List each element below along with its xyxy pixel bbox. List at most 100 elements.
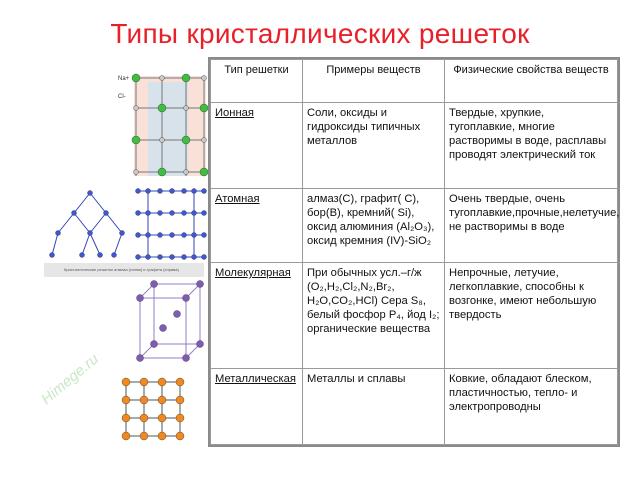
chloride-ion — [181, 73, 191, 83]
row-properties: Непрочные, летучие, легкоплавкие, способ… — [444, 262, 618, 369]
chloride-ion — [181, 135, 191, 145]
molecule — [150, 340, 158, 348]
row-type: Металлическая — [215, 373, 296, 385]
metal-ion — [121, 431, 131, 441]
slide-title: Типы кристаллических решеток — [110, 18, 530, 49]
carbon-atom — [135, 254, 141, 260]
molecule — [182, 294, 190, 302]
carbon-atom — [169, 254, 175, 260]
na-ion-label: Na+ — [118, 76, 130, 82]
chloride-ion — [157, 103, 167, 113]
metal-ion — [121, 377, 131, 387]
sodium-ion — [133, 169, 139, 175]
carbon-atom — [111, 252, 117, 258]
row-examples: Соли, оксиды и гидроксиды типичных метал… — [302, 102, 445, 189]
metal-ion — [157, 431, 167, 441]
carbon-atom — [191, 210, 197, 216]
header-type: Тип решетки — [210, 59, 303, 103]
lattice-table: Тип решетки Примеры веществ Физические с… — [208, 57, 620, 447]
sodium-ion — [159, 75, 165, 81]
carbon-atom — [49, 252, 55, 258]
metal-ion — [139, 377, 149, 387]
molecule — [136, 294, 144, 302]
metal-ion — [157, 395, 167, 405]
metal-ion — [121, 395, 131, 405]
carbon-atom — [191, 232, 197, 238]
metal-ion — [157, 413, 167, 423]
carbon-atom — [145, 188, 151, 194]
row-properties: Твердые, хрупкие, тугоплавкие, многие ра… — [444, 102, 618, 189]
carbon-atom — [181, 254, 187, 260]
carbon-atom — [201, 188, 207, 194]
carbon-atom — [87, 190, 93, 196]
molecule — [173, 310, 181, 318]
chloride-ion — [131, 73, 141, 83]
carbon-atom — [181, 232, 187, 238]
sodium-ion — [133, 105, 139, 111]
molecule — [196, 340, 204, 348]
molecule — [196, 280, 204, 288]
carbon-atom — [157, 254, 163, 260]
molecular-lattice-image — [136, 280, 204, 362]
row-properties: Ковкие, обладают блеском, пластичностью,… — [444, 368, 618, 445]
sodium-ion — [183, 105, 189, 111]
sodium-ion — [183, 169, 189, 175]
table-row: Металлическая Металлы и сплавы Ковкие, о… — [210, 368, 618, 445]
sodium-ion — [159, 137, 165, 143]
table-row: Молекулярная При обычных усл.–г/ж (O₂,H₂… — [210, 262, 618, 369]
row-properties: Очень твердые, очень тугоплавкие,прочные… — [444, 188, 619, 263]
ionic-lattice-image: Na+ Cl- — [118, 73, 209, 177]
carbon-atom — [181, 210, 187, 216]
carbon-atom — [79, 252, 85, 258]
carbon-atom — [135, 210, 141, 216]
carbon-atom — [169, 210, 175, 216]
header-properties: Физические свойства веществ — [444, 59, 618, 103]
carbon-atom — [119, 230, 125, 236]
header-examples: Примеры веществ — [302, 59, 445, 103]
metal-ion — [139, 413, 149, 423]
carbon-atom — [71, 210, 77, 216]
carbon-atom — [201, 232, 207, 238]
carbon-atom — [87, 230, 93, 236]
cl-ion-label: Cl- — [118, 94, 126, 100]
carbon-atom — [191, 188, 197, 194]
carbon-atom — [145, 254, 151, 260]
chloride-ion — [157, 167, 167, 177]
row-type: Молекулярная — [215, 267, 291, 279]
carbon-atom — [145, 210, 151, 216]
carbon-atom — [145, 232, 151, 238]
row-examples: При обычных усл.–г/ж (O₂,H₂,Cl₂,N₂,Br₂, … — [302, 262, 445, 369]
carbon-atom — [103, 210, 109, 216]
metallic-lattice-image — [121, 377, 185, 441]
chloride-ion — [199, 167, 209, 177]
carbon-atom — [191, 254, 197, 260]
carbon-atom — [169, 232, 175, 238]
atomic-image-caption: Кристаллические решетки алмаза (слева) и… — [44, 263, 204, 277]
sodium-ion — [201, 75, 207, 81]
carbon-atom — [157, 232, 163, 238]
metal-ion — [157, 377, 167, 387]
carbon-atom — [157, 210, 163, 216]
atomic-lattice-image — [49, 188, 207, 260]
metal-ion — [175, 413, 185, 423]
molecule — [150, 280, 158, 288]
sodium-ion — [201, 137, 207, 143]
metal-ion — [175, 431, 185, 441]
carbon-atom — [181, 188, 187, 194]
watermark: Himege.ru — [38, 350, 102, 409]
carbon-atom — [201, 254, 207, 260]
table-row: Атомная алмаз(С), графит( С), бор(В), кр… — [210, 188, 619, 263]
row-examples: алмаз(С), графит( С), бор(В), кремний( S… — [302, 188, 445, 263]
carbon-atom — [201, 210, 207, 216]
metal-ion — [175, 395, 185, 405]
molecule — [136, 354, 144, 362]
row-type: Атомная — [215, 193, 260, 205]
metal-ion — [139, 431, 149, 441]
molecule — [182, 354, 190, 362]
carbon-atom — [157, 188, 163, 194]
carbon-atom — [55, 230, 61, 236]
chloride-ion — [131, 135, 141, 145]
molecule — [159, 324, 167, 332]
carbon-atom — [135, 188, 141, 194]
carbon-atom — [135, 232, 141, 238]
